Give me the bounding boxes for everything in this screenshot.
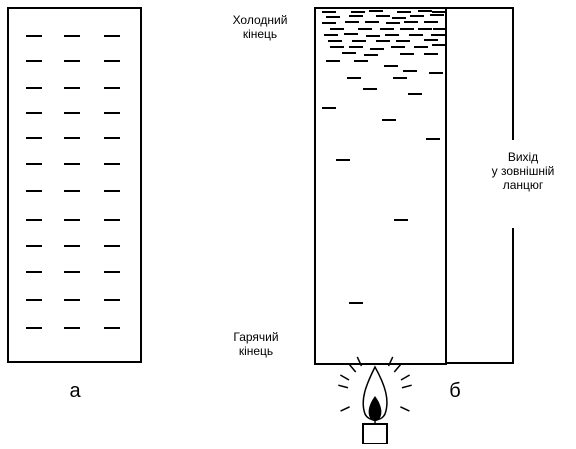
panel-b-electrons (322, 10, 447, 304)
heat-rays (338, 356, 412, 412)
heat-ray (348, 363, 357, 373)
panel-a-electrons (26, 35, 120, 329)
panel-a-label: а (69, 380, 81, 402)
candle-body (362, 423, 388, 445)
candle-icon (338, 356, 412, 445)
heat-ray (338, 384, 349, 389)
heat-ray (393, 363, 402, 373)
heat-ray (401, 384, 412, 389)
flame-inner (368, 396, 382, 421)
panel-b-conductor (314, 7, 447, 365)
panel-a (7, 7, 142, 363)
panel-b (314, 7, 514, 365)
output-label: Вихід у зовнішній ланцюг (491, 150, 555, 192)
heat-ray (340, 406, 350, 412)
cold-end-label: Холодний кінець (232, 13, 288, 41)
panel-b-label: б (449, 380, 461, 402)
heat-ray (400, 374, 411, 381)
heat-ray (400, 406, 410, 412)
heat-ray (387, 356, 394, 367)
hot-end-label: Гарячий кінець (233, 330, 279, 358)
external-circuit-bottom-wire (446, 228, 514, 364)
heat-ray (356, 356, 363, 367)
external-circuit-top-wire (446, 7, 514, 140)
heat-ray (339, 374, 350, 381)
panel-a-conductor (7, 7, 142, 363)
